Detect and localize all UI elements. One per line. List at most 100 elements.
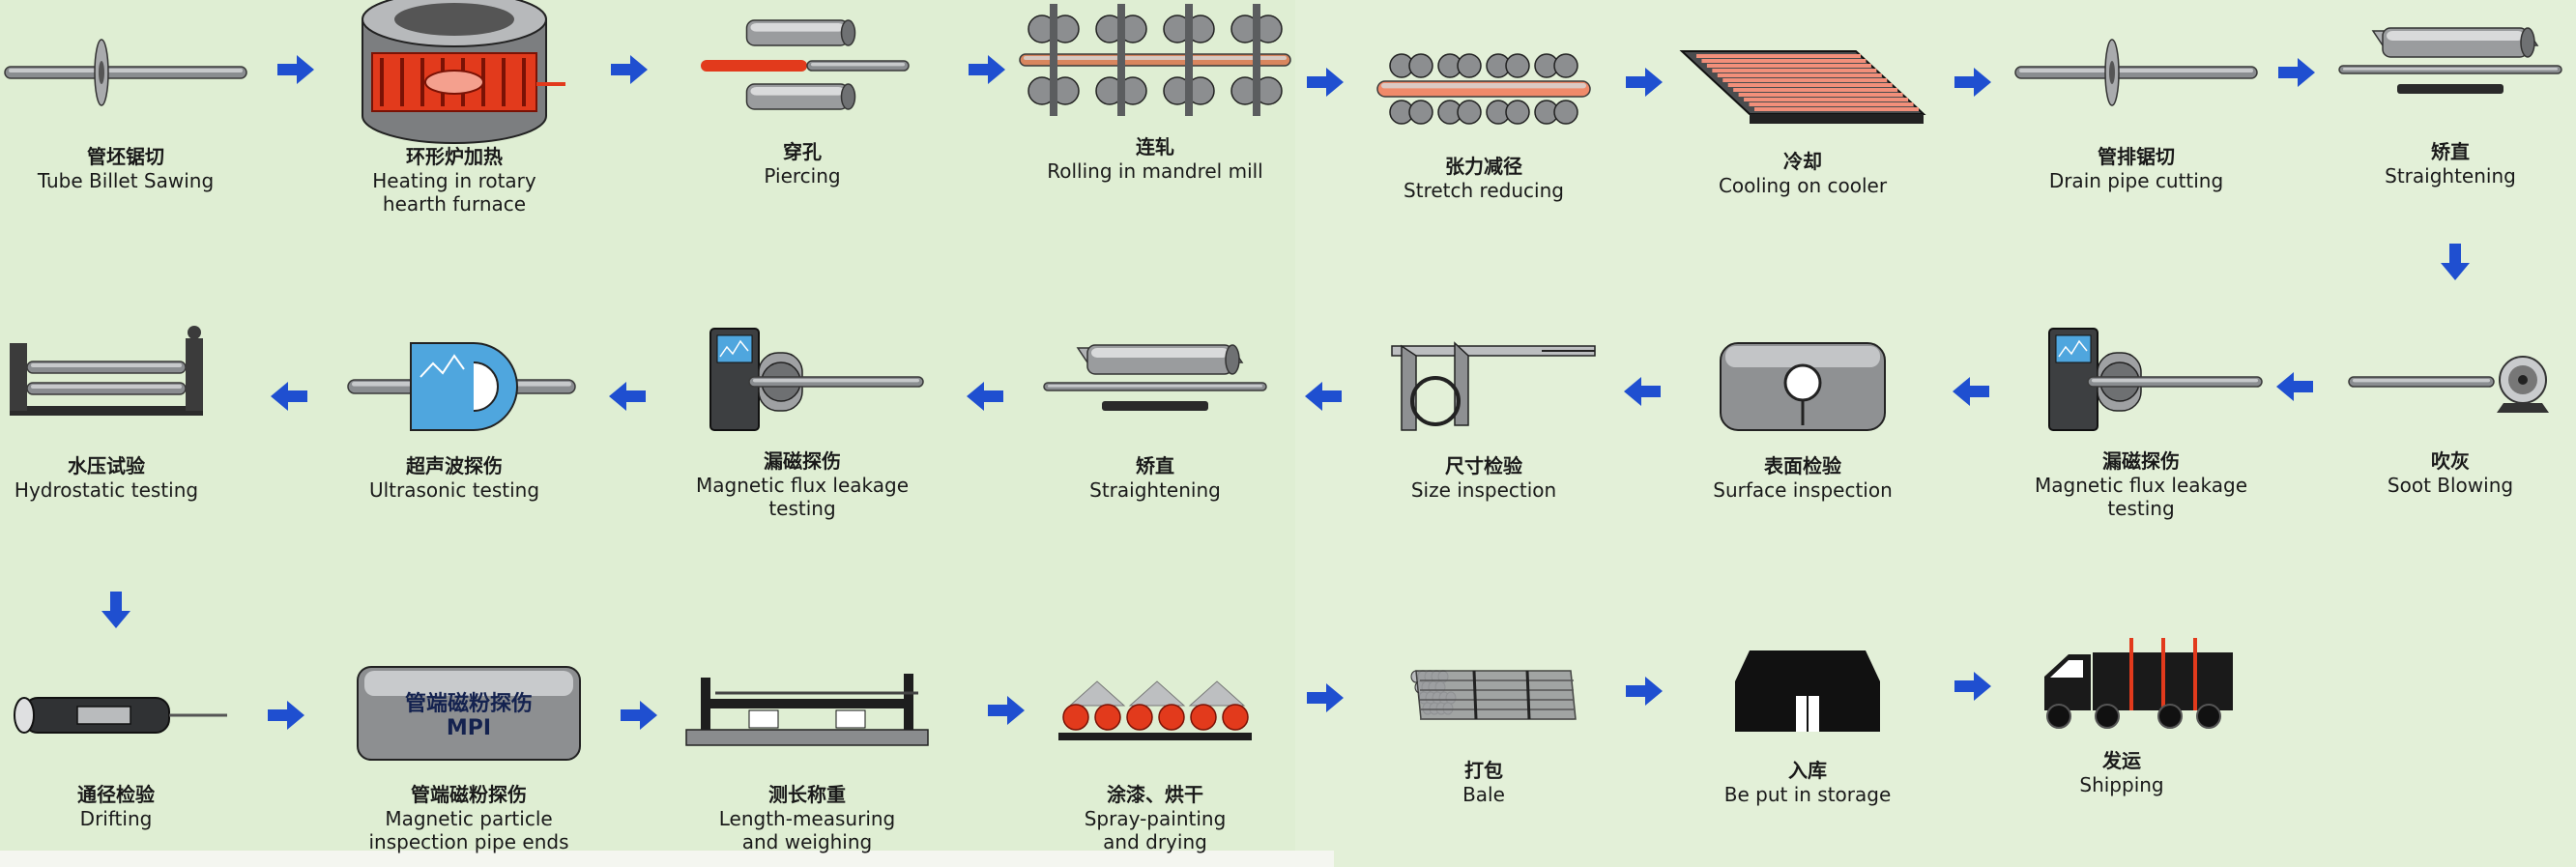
- scale-icon: [685, 674, 929, 746]
- step-title-zh: 吹灰: [2430, 449, 2470, 473]
- step-title-zh: 管排锯切: [2098, 145, 2175, 168]
- step-title-zh: 漏磁探伤: [2101, 449, 2180, 473]
- warehouse-icon: [1735, 650, 1880, 732]
- step-title-en: testing: [2107, 497, 2175, 520]
- step-title-en: Straightening: [1089, 478, 1221, 502]
- rotary-furnace-icon: [362, 0, 565, 144]
- arrow-left-icon: [609, 382, 646, 411]
- arrow-right-icon: [988, 696, 1025, 725]
- arrow-right-icon: [268, 701, 304, 730]
- arrow-right-icon: [277, 55, 314, 84]
- step-title-zh: 涂漆、烘干: [1107, 783, 1203, 806]
- arrow-right-icon: [1954, 68, 1991, 97]
- step-title-zh: 发运: [2102, 749, 2141, 772]
- surface-inspection-icon: [1720, 342, 1886, 431]
- step-title-en: and weighing: [741, 830, 873, 853]
- step-title-en: Straightening: [2385, 164, 2516, 188]
- stretch-reducer-icon: [1376, 53, 1591, 125]
- background-panel-right: [1295, 0, 2576, 867]
- truck-icon: [2044, 638, 2233, 729]
- arrow-right-icon: [1954, 672, 1991, 701]
- step-title-en: testing: [768, 497, 836, 520]
- step-title-en: Bale: [1462, 783, 1505, 806]
- step-title-en: Stretch reducing: [1404, 179, 1564, 202]
- flux-tester-icon: [2048, 328, 2263, 431]
- step-title-en: Tube Billet Sawing: [37, 169, 215, 192]
- step-title-zh: 环形炉加热: [406, 145, 503, 168]
- flux-tester-icon: [709, 328, 924, 431]
- step-title-zh: 漏磁探伤: [763, 449, 841, 473]
- arrow-left-icon: [1953, 377, 1989, 406]
- step-title-en: Surface inspection: [1713, 478, 1893, 502]
- arrow-left-icon: [967, 382, 1003, 411]
- arrow-right-icon: [1307, 683, 1344, 712]
- step-title-en: Hydrostatic testing: [14, 478, 199, 502]
- mpi-box-title: 管端磁粉探伤: [405, 691, 533, 716]
- bundle-icon: [1410, 670, 1577, 720]
- step-title-zh: 矫直: [1135, 454, 1174, 477]
- step-title-zh: 尺寸检验: [1445, 454, 1522, 477]
- caliper-icon: [1391, 341, 1596, 431]
- step-title-zh: 打包: [1464, 759, 1503, 782]
- arrow-left-icon: [1624, 377, 1661, 406]
- ultrasonic-tester-icon: [347, 342, 576, 431]
- step-title-zh: 穿孔: [782, 140, 822, 163]
- mandrel-mill-icon: [1019, 4, 1291, 116]
- piercing-rolls-icon: [701, 19, 910, 110]
- straightener-icon: [1043, 344, 1267, 411]
- step-title-en: inspection pipe ends: [368, 830, 569, 853]
- step-title-en: Be put in storage: [1723, 783, 1892, 806]
- step-title-zh: 测长称重: [768, 783, 846, 806]
- arrow-left-icon: [1305, 382, 1342, 411]
- step-title-en: Drifting: [79, 807, 153, 830]
- arrow-left-icon: [271, 382, 307, 411]
- step-title-zh: 超声波探伤: [406, 454, 503, 477]
- arrow-right-icon: [621, 701, 657, 730]
- arrow-left-icon: [2276, 372, 2313, 401]
- step-title-zh: 通径检验: [77, 783, 155, 806]
- arrow-right-icon: [1626, 677, 1663, 706]
- background-bottom-strip: [0, 851, 1334, 867]
- step-title-en: Magnetic flux leakage: [695, 474, 910, 497]
- step-title-en: Ultrasonic testing: [368, 478, 540, 502]
- step-title-en: and drying: [1103, 830, 1207, 853]
- saw-disc-icon: [2014, 39, 2258, 106]
- step-title-en: Heating in rotary: [372, 169, 536, 192]
- arrow-down-icon: [101, 592, 130, 628]
- cooling-bed-icon: [1679, 50, 1926, 124]
- step-title-zh: 入库: [1788, 759, 1827, 782]
- step-title-en: Soot Blowing: [2387, 474, 2514, 497]
- step-title-en: Spray-painting: [1084, 807, 1227, 830]
- step-title-en: Magnetic flux leakage: [2034, 474, 2248, 497]
- straightener-icon: [2338, 27, 2562, 94]
- step-title-zh: 矫直: [2430, 140, 2470, 163]
- step-title-zh: 冷却: [1782, 150, 1822, 173]
- step-title-en: Drain pipe cutting: [2048, 169, 2224, 192]
- step-title-zh: 管坯锯切: [87, 145, 164, 168]
- arrow-right-icon: [969, 55, 1005, 84]
- step-title-zh: 表面检验: [1763, 454, 1841, 477]
- step-title-en: Size inspection: [1410, 478, 1557, 502]
- step-title-en: hearth furnace: [382, 192, 527, 216]
- spray-dryer-icon: [1058, 680, 1252, 740]
- step-title-en: Cooling on cooler: [1718, 174, 1888, 197]
- step-title-en: Magnetic particle: [385, 807, 553, 830]
- hydrostatic-bench-icon: [10, 326, 203, 416]
